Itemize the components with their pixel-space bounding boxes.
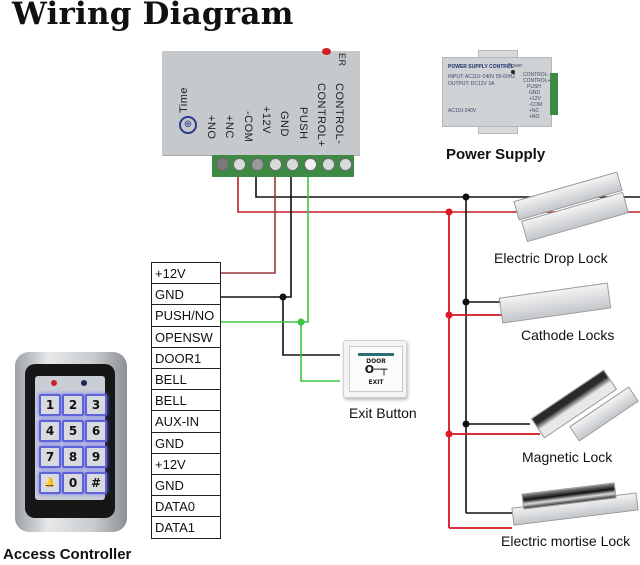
diagram-title: Wiring Diagram — [12, 0, 294, 32]
junction-red-cathode — [445, 311, 453, 319]
board-label-no: +NO — [205, 115, 217, 140]
terminal-row: BELL — [152, 369, 220, 391]
electric-drop-lock-label: Electric Drop Lock — [494, 250, 608, 266]
time-label: Time — [178, 87, 190, 114]
time-knob-icon: ⊕ — [179, 116, 197, 134]
keypad-key: 4 — [39, 420, 61, 442]
wire-push — [220, 175, 309, 323]
power-supply-unit: POWER SUPPLY CONTROL INPUT: AC110~240V 5… — [442, 57, 552, 127]
psu-terminal-label: +NO — [529, 114, 540, 120]
screw-terminal — [233, 158, 246, 171]
exit-button-bar — [358, 353, 394, 356]
keypad-key: 9 — [85, 446, 107, 468]
board-label-nc: +NC — [223, 115, 235, 139]
terminal-row: OPENSW — [152, 327, 220, 348]
psu-panel-line1: INPUT: AC110~240V 50-60HZ — [448, 74, 516, 80]
keypad-key: # — [85, 472, 107, 494]
board-label-com: -COM — [242, 111, 254, 143]
exit-button-label: Exit Button — [349, 405, 417, 421]
wire-push-exit — [300, 322, 340, 382]
keypad-key: 8 — [62, 446, 84, 468]
psu-terminal-label: CONTROL- — [523, 72, 550, 78]
board-led — [322, 48, 331, 55]
psu-panel-footer: AC110-240V — [448, 108, 477, 114]
status-led-blue — [81, 380, 87, 386]
psu-panel-line2: OUTPUT: DC12V 3A — [448, 81, 495, 87]
board-partial-label: ER — [337, 53, 347, 67]
terminal-row: DATA1 — [155, 520, 195, 536]
psu-panel-title: POWER SUPPLY CONTROL — [448, 64, 514, 70]
psu-terminal-label: GND — [529, 90, 541, 96]
junction-black-magnetic — [462, 420, 470, 428]
psu-terminal-label: -COM — [529, 102, 543, 108]
magnetic-lock-label: Magnetic Lock — [522, 449, 613, 465]
controller-board: Time ⊕ +NO +NC -COM +12V GND PUSH CONTRO… — [162, 48, 360, 156]
psu-power-led-label: Power — [508, 63, 523, 69]
junction-black-drop — [462, 193, 470, 201]
power-supply-label: Power Supply — [446, 146, 546, 163]
board-label-gnd: GND — [278, 111, 290, 137]
terminal-row: GND — [152, 284, 220, 306]
screw-terminal — [216, 158, 229, 171]
exit-button-top-text: DOOR — [366, 358, 386, 365]
exit-button-face: DOOR O─┬ EXIT — [349, 346, 403, 392]
wire-12v — [220, 175, 276, 274]
keypad-key: 2 — [62, 394, 84, 416]
terminal-row: +12V — [152, 263, 220, 285]
screw-terminal — [322, 158, 335, 171]
junction-black-cathode — [462, 298, 470, 306]
terminal-row: DOOR1 — [152, 348, 220, 369]
psu-terminal-block — [550, 73, 558, 115]
board-label-push: PUSH — [297, 107, 309, 140]
keypad-key: 7 — [39, 446, 61, 468]
terminal-row: DATA0 — [152, 496, 220, 518]
access-controller-label: Access Controller — [3, 546, 132, 563]
keypad-key: 1 — [39, 394, 61, 416]
key-icon: O─┬ — [364, 363, 388, 376]
psu-terminal-label: +NC — [529, 108, 540, 114]
wire-gnd-exit — [282, 297, 340, 356]
screw-terminal — [339, 158, 352, 171]
terminal-block — [212, 155, 354, 177]
screw-terminal — [251, 158, 264, 171]
terminal-row: AUX-IN — [152, 411, 220, 433]
screw-terminal — [286, 158, 299, 171]
junction-red-magnetic — [445, 430, 453, 438]
screw-terminal — [269, 158, 282, 171]
status-led-red — [51, 380, 57, 386]
cathode-lock-label: Cathode Locks — [521, 327, 615, 343]
wire-com-to-locks — [255, 175, 640, 198]
screw-terminal — [304, 158, 317, 171]
junction-red-drop — [445, 208, 453, 216]
psu-terminal-label: +12V — [529, 96, 541, 102]
mortise-lock-label: Electric mortise Lock — [501, 533, 631, 549]
keypad-key: 5 — [62, 420, 84, 442]
exit-button-bottom-text: EXIT — [368, 379, 384, 386]
board-label-control-plus: CONTROL+ — [315, 83, 327, 148]
psu-terminal-label: CONTROL+ — [523, 78, 551, 84]
board-label-control-minus: CONTROL- — [333, 83, 345, 145]
wire-nc-to-locks — [237, 175, 640, 213]
junction-push — [297, 318, 305, 326]
bell-key-icon: 🔔 — [39, 472, 61, 494]
keypad-key: 0 — [62, 472, 84, 494]
junction-gnd — [279, 293, 287, 301]
board-label-12v: +12V — [260, 106, 272, 134]
exit-button-device: DOOR O─┬ EXIT — [343, 340, 407, 398]
keypad-key: 6 — [85, 420, 107, 442]
keypad-key: 3 — [85, 394, 107, 416]
psu-terminal-label: PUSH — [527, 84, 541, 90]
terminal-row: +12V — [152, 454, 220, 475]
terminal-row: BELL — [152, 390, 220, 412]
psu-power-led — [511, 70, 515, 74]
terminal-row: GND — [152, 475, 220, 497]
wire-gnd — [220, 175, 292, 298]
terminal-row: GND — [152, 433, 220, 454]
terminal-row: PUSH/NO — [152, 305, 220, 327]
